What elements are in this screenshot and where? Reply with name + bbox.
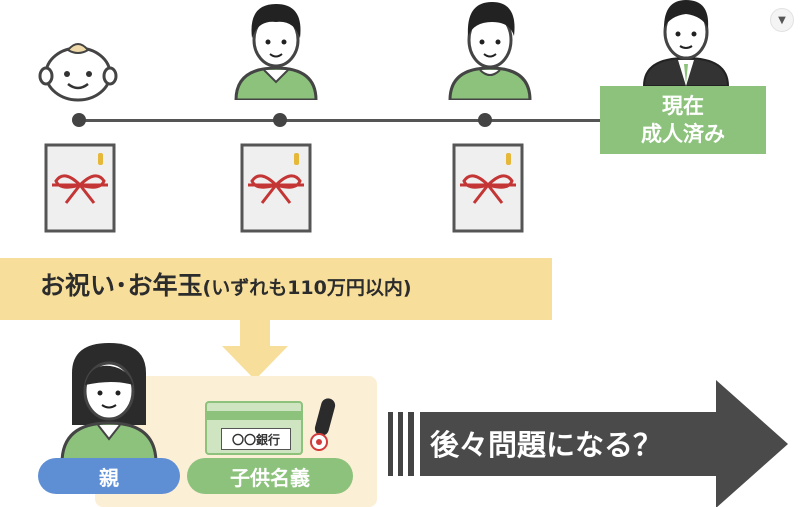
status-text: 現在 成人済み: [641, 94, 725, 146]
gift-envelope-icon: [452, 143, 524, 233]
card-stripe: [207, 411, 301, 420]
banner-title: お祝い･お年玉(いずれも110万円以内): [40, 266, 412, 302]
bank-card-icon: 〇〇銀行: [205, 401, 303, 455]
teen-icon: [448, 2, 532, 100]
big-arrow-icon: [388, 380, 788, 507]
baby-icon: [38, 43, 118, 102]
child-icon: [234, 4, 318, 100]
status-box: 現在 成人済み: [600, 86, 766, 154]
timeline-dot-3: [478, 113, 492, 127]
banner-sub-text: (いずれも110万円以内): [202, 277, 412, 299]
banner-main-text: お祝い･お年玉: [40, 271, 203, 300]
adult-icon: [642, 0, 730, 86]
seal-stamp-icon: [310, 398, 336, 451]
gift-envelope-icon: [240, 143, 312, 233]
menu-chevron-icon[interactable]: ▼: [770, 8, 794, 32]
timeline-dot-1: [72, 113, 86, 127]
gift-banner: [0, 258, 552, 320]
bank-name: 〇〇銀行: [221, 428, 291, 450]
gift-envelope-icon: [44, 143, 116, 233]
mother-icon: [60, 343, 158, 463]
question-text: 後々問題になる？: [430, 428, 663, 462]
timeline-line: [78, 119, 600, 122]
account-holder-label: 子供名義: [187, 458, 353, 494]
timeline-dot-2: [273, 113, 287, 127]
arrow-down-icon: [222, 318, 288, 380]
parent-label: 親: [38, 458, 180, 494]
